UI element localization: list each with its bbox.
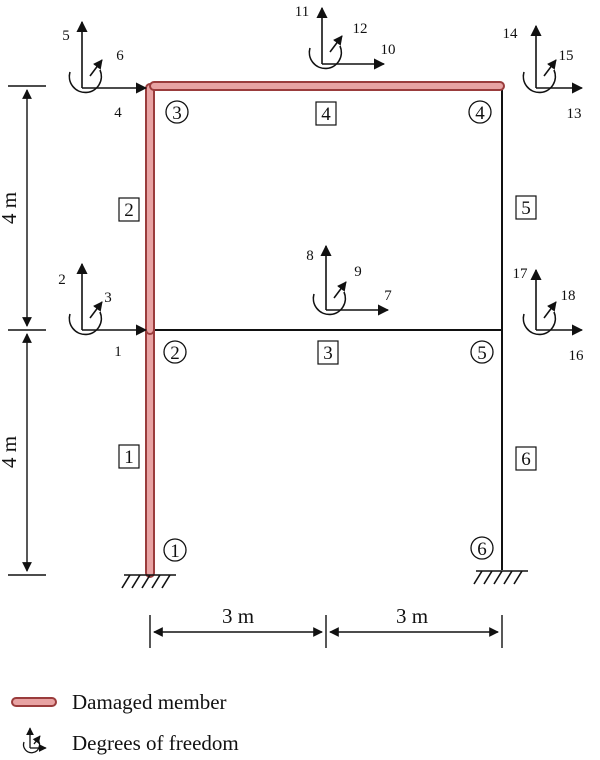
dimension-horizontal bbox=[149, 615, 503, 648]
legend-damaged-label: Damaged member bbox=[72, 690, 227, 714]
svg-text:2: 2 bbox=[170, 343, 180, 364]
svg-text:2: 2 bbox=[124, 200, 134, 221]
legend-dof-icon bbox=[22, 727, 47, 754]
dof-label-18: 18 bbox=[561, 288, 576, 304]
dof-label-4: 4 bbox=[114, 105, 122, 121]
dof-label-1: 1 bbox=[114, 344, 122, 360]
svg-text:6: 6 bbox=[477, 539, 487, 560]
dof-label-9: 9 bbox=[354, 264, 362, 280]
dimension-label-left-bay: 3 m bbox=[222, 604, 254, 628]
dimension-vertical bbox=[8, 85, 46, 576]
svg-text:1: 1 bbox=[170, 541, 180, 562]
dof-glyph-node-3 bbox=[68, 20, 148, 94]
dof-label-10: 10 bbox=[381, 42, 396, 58]
dof-label-16: 16 bbox=[569, 348, 585, 364]
dof-glyph-node-4 bbox=[522, 24, 584, 94]
svg-text:5: 5 bbox=[477, 343, 487, 364]
node-label-1: 1 bbox=[163, 538, 187, 562]
dof-label-11: 11 bbox=[295, 4, 309, 20]
element-label-5: 5 bbox=[515, 195, 537, 220]
dof-label-3: 3 bbox=[104, 290, 112, 306]
element-label-4: 4 bbox=[315, 101, 337, 126]
node-label-6: 6 bbox=[470, 536, 494, 560]
element-label-3: 3 bbox=[317, 340, 339, 365]
svg-text:3: 3 bbox=[172, 103, 182, 124]
dof-glyph-node-5 bbox=[522, 268, 584, 336]
dof-label-13: 13 bbox=[567, 106, 582, 122]
dimension-label-upper-story: 4 m bbox=[0, 192, 21, 224]
legend: Damaged member Degrees of freedom bbox=[11, 690, 239, 755]
dof-label-5: 5 bbox=[62, 28, 70, 44]
dof-label-14: 14 bbox=[503, 26, 519, 42]
fixed-support-node-1 bbox=[121, 574, 176, 589]
node-label-4: 4 bbox=[468, 100, 492, 124]
svg-text:5: 5 bbox=[521, 198, 531, 219]
dof-label-7: 7 bbox=[384, 288, 392, 304]
node-label-5: 5 bbox=[470, 340, 494, 364]
dof-label-8: 8 bbox=[306, 248, 314, 264]
fixed-support-node-6 bbox=[473, 570, 528, 585]
dof-label-2: 2 bbox=[58, 272, 66, 288]
dof-glyph-beam-4 bbox=[308, 6, 386, 70]
dimension-label-lower-story: 4 m bbox=[0, 436, 21, 468]
node-label-3: 3 bbox=[165, 100, 189, 124]
element-label-1: 1 bbox=[118, 444, 140, 469]
svg-text:4: 4 bbox=[475, 103, 485, 124]
dof-glyph-node-2 bbox=[68, 262, 148, 336]
dof-label-15: 15 bbox=[559, 48, 574, 64]
node-label-2: 2 bbox=[163, 340, 187, 364]
dof-glyph-beam-3 bbox=[312, 244, 390, 316]
dof-label-6: 6 bbox=[116, 48, 124, 64]
element-label-6: 6 bbox=[515, 446, 537, 471]
svg-text:1: 1 bbox=[124, 447, 134, 468]
svg-text:4: 4 bbox=[321, 104, 331, 125]
dof-label-17: 17 bbox=[513, 266, 529, 282]
svg-text:3: 3 bbox=[323, 343, 333, 364]
element-label-2: 2 bbox=[118, 197, 140, 222]
legend-dof-label: Degrees of freedom bbox=[72, 731, 239, 755]
dof-label-12: 12 bbox=[353, 21, 368, 37]
svg-text:6: 6 bbox=[521, 449, 531, 470]
dimension-label-right-bay: 3 m bbox=[396, 604, 428, 628]
